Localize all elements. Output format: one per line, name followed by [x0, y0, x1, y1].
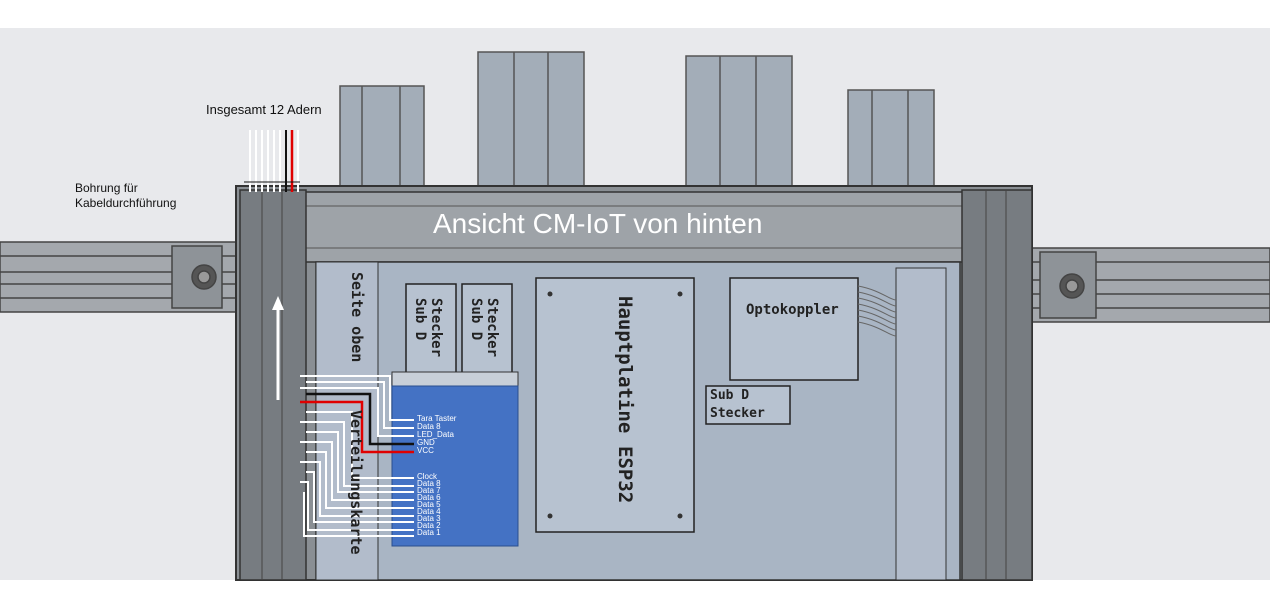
pin-label: Data 7 [417, 486, 441, 495]
pin-label: Data 4 [417, 507, 441, 516]
page-title: Ansicht CM-IoT von hinten [433, 208, 763, 239]
pin-label: GND [417, 438, 435, 447]
pin-label: Data 6 [417, 493, 441, 502]
sub-d-connector-1 [405, 283, 457, 375]
verteilungskarte-label: Verteilungskarte [347, 410, 365, 555]
pin-label: Data 2 [417, 521, 441, 530]
pin-label: VCC [417, 446, 434, 455]
right-rail [1029, 247, 1270, 323]
cylinders [339, 51, 935, 187]
wires-total-label: Insgesamt 12 Adern [206, 102, 322, 117]
left-pillar [239, 189, 307, 581]
sub-d-1-line2: Stecker [428, 298, 444, 358]
cylinder-4 [847, 89, 935, 187]
optokoppler-label: Optokoppler [746, 302, 839, 318]
upward-arrow [272, 296, 284, 400]
pin-label: LED_Data [417, 430, 454, 439]
pin-label: Tara Taster [417, 414, 457, 423]
hauptplatine-line1: Hauptplatine [614, 296, 636, 434]
wire-bundle [244, 130, 300, 192]
sub-d-3-line1: Sub D [710, 388, 750, 403]
sub-d-1-line1: Sub D [412, 298, 428, 341]
pin-label: Data 5 [417, 500, 441, 509]
cylinder-1 [339, 85, 425, 187]
hauptplatine-line2: ESP32 [614, 446, 636, 504]
sub-d-2-line2: Stecker [484, 298, 500, 358]
right-pillar [961, 189, 1033, 581]
cylinder-3 [685, 55, 793, 187]
top-beam [299, 191, 971, 263]
pin-label: Data 8 [417, 422, 441, 431]
board-wires [300, 375, 414, 537]
bore-label: Bohrung für Kabeldurchführung [75, 181, 177, 210]
cylinder-2 [477, 51, 585, 187]
sub-d-connector-2 [461, 283, 513, 375]
verteilungskarte-board [391, 385, 519, 547]
pin-label: Data 1 [417, 528, 441, 537]
left-rail [0, 241, 241, 313]
pin-label: Data 3 [417, 514, 441, 523]
optokoppler-board [729, 277, 859, 381]
pin-label: Clock [417, 472, 438, 481]
sub-d-2-line1: Sub D [468, 298, 484, 341]
hauptplatine-board [535, 277, 695, 533]
sub-d-3-line2: Stecker [710, 406, 765, 421]
seite-oben-label: Seite oben [348, 272, 366, 363]
pin-label: Data 8 [417, 479, 441, 488]
sub-d-connector-3 [705, 385, 791, 425]
